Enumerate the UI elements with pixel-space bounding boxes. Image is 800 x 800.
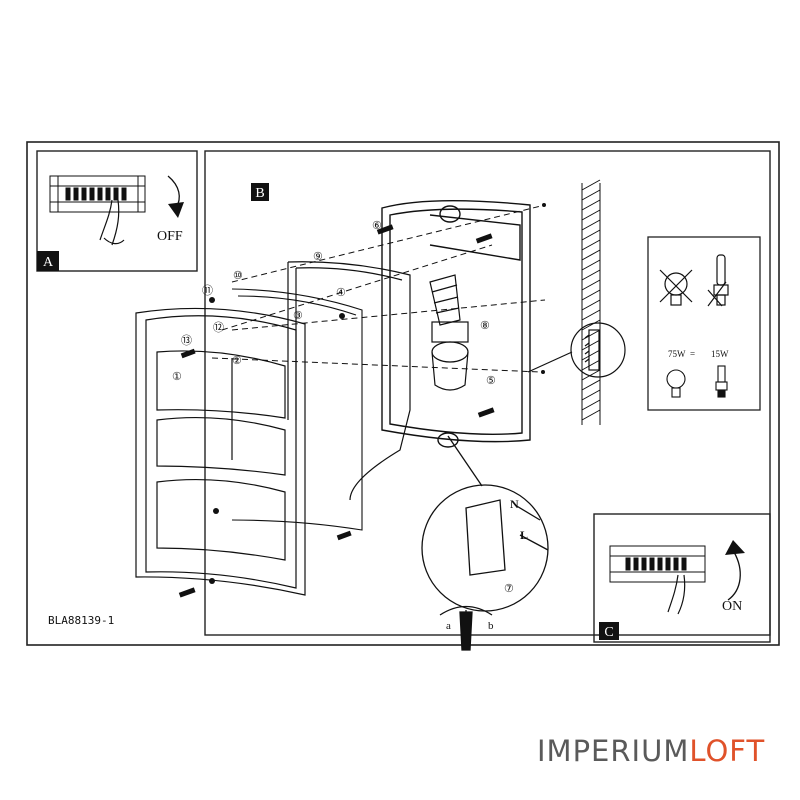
off-label: OFF [157, 229, 183, 244]
screwdriver-a-label: a [446, 620, 451, 632]
watt-arrow-text: = [690, 349, 695, 359]
wire-n-label: N [510, 497, 519, 511]
callout-11: ⑪ [202, 284, 213, 297]
watt-right-label: 15W [711, 349, 729, 359]
hand-icon-c [667, 574, 686, 615]
wall-plug-detail [527, 322, 626, 378]
panel-c-tag: C [604, 625, 613, 640]
callout-6: ⑥ [372, 220, 382, 232]
callout-13: ⑬ [181, 334, 192, 347]
callout-2: ② [232, 355, 242, 367]
callout-8: ⑧ [480, 320, 490, 332]
callout-9: ⑨ [313, 251, 323, 263]
callout-4: ④ [336, 287, 346, 299]
wall [581, 179, 601, 425]
screws [178, 203, 546, 598]
screwdriver-b-label: b [488, 620, 494, 632]
callout-10: ⑩ [233, 270, 243, 282]
watermark: IMPERIUMLOFT [537, 734, 765, 768]
on-label: ON [722, 599, 742, 614]
allowed-cfl-icon [715, 365, 728, 398]
callout-5: ⑤ [486, 375, 496, 387]
hand-icon-a [99, 199, 125, 246]
outer-frame [26, 141, 780, 646]
watt-left-label: 75W [668, 349, 686, 359]
panel-c: C ON [593, 513, 771, 643]
panel-b: B [204, 150, 771, 636]
panel-b-tag: B [255, 186, 264, 201]
watermark-part1: IMPERIUM [537, 734, 690, 768]
callout-3: ③ [293, 310, 303, 322]
breaker-icon-a [49, 175, 146, 213]
allowed-bulb-icon [666, 369, 686, 398]
bulb-info-panel: 75W = 15W [647, 236, 761, 411]
breaker-icon-c [609, 545, 706, 583]
lamp-front-panel [135, 307, 306, 596]
wire-l-label: L [520, 528, 528, 542]
lamp-housing [381, 199, 531, 448]
callout-7: ⑦ [504, 583, 514, 595]
arrow-up-icon [727, 551, 741, 601]
watermark-part2: LOFT [689, 734, 766, 768]
callout-1: ① [172, 371, 182, 383]
panel-a: A OFF [36, 150, 198, 272]
assembly-lines [211, 204, 546, 373]
lamp-rear-frame [287, 261, 411, 501]
wiring-detail [421, 435, 549, 651]
bulb-socket [429, 274, 469, 391]
model-code: BLA88139-1 [48, 614, 114, 627]
lamp-glass [231, 288, 363, 531]
cfl-bulb-icon [707, 254, 729, 307]
callout-12: ⑫ [213, 321, 224, 334]
panel-a-tag: A [43, 255, 54, 270]
incandescent-bulb-icon [659, 269, 693, 306]
